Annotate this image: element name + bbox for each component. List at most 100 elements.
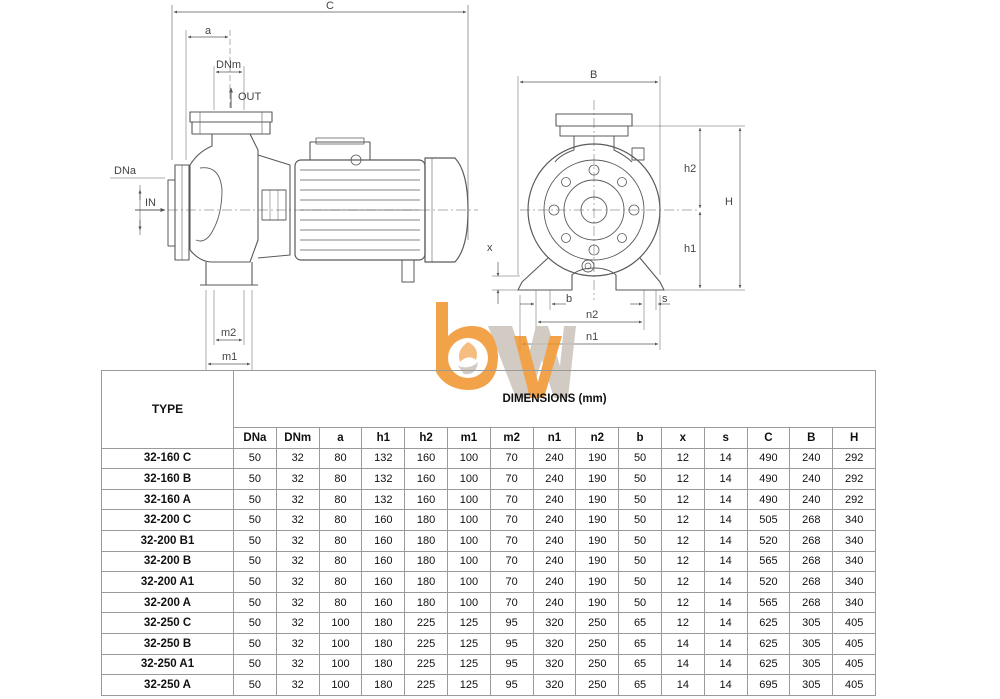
column-header: DNm xyxy=(275,427,320,449)
dimension-cell: 180 xyxy=(404,509,448,531)
label-IN: IN xyxy=(145,197,156,209)
dimension-cell: 50 xyxy=(618,468,662,490)
dimension-cell: 320 xyxy=(532,612,577,634)
dimension-cell: 70 xyxy=(489,488,534,511)
column-header: s xyxy=(703,427,748,449)
dimension-cell: 180 xyxy=(361,612,406,634)
dimension-cell: 70 xyxy=(489,468,534,490)
dimension-cell: 520 xyxy=(746,571,791,593)
dimension-cell: 305 xyxy=(789,632,834,655)
dimension-cell: 268 xyxy=(789,571,834,593)
dimension-cell: 125 xyxy=(446,653,491,676)
type-cell: 32-250 B xyxy=(101,632,234,655)
dimension-cell: 100 xyxy=(318,653,363,676)
dimension-cell: 12 xyxy=(660,488,705,511)
column-header: C xyxy=(746,427,791,449)
dimension-cell: 32 xyxy=(275,591,320,614)
dimension-cell: 240 xyxy=(532,509,577,531)
dimension-cell: 160 xyxy=(404,488,448,511)
label-DNm: DNm xyxy=(216,59,241,71)
dimension-cell: 132 xyxy=(361,468,406,490)
type-cell: 32-250 A1 xyxy=(101,653,234,676)
dimension-cell: 50 xyxy=(233,488,277,511)
dimension-cell: 70 xyxy=(489,591,534,614)
dimension-cell: 80 xyxy=(318,447,363,470)
dimension-cell: 32 xyxy=(275,488,320,511)
dimension-cell: 14 xyxy=(703,447,748,470)
column-header: h2 xyxy=(404,427,448,449)
dimension-cell: 190 xyxy=(575,509,620,531)
dimension-cell: 340 xyxy=(832,591,877,614)
type-header: TYPE xyxy=(101,370,234,449)
dimension-cell: 160 xyxy=(404,447,448,470)
dimension-cell: 12 xyxy=(660,550,705,573)
dimension-cell: 95 xyxy=(489,674,534,696)
dimension-cell: 12 xyxy=(660,591,705,614)
logo-text: bw xyxy=(418,296,420,297)
dimension-cell: 14 xyxy=(703,529,748,552)
dimension-cell: 240 xyxy=(532,468,577,490)
dimension-cell: 32 xyxy=(275,447,320,470)
dimension-cell: 14 xyxy=(703,632,748,655)
dimension-cell: 50 xyxy=(618,550,662,573)
dimension-cell: 305 xyxy=(789,674,834,696)
dimension-cell: 100 xyxy=(318,674,363,696)
type-cell: 32-200 A1 xyxy=(101,571,234,593)
dimension-cell: 32 xyxy=(275,632,320,655)
type-cell: 32-200 A xyxy=(101,591,234,614)
dimension-cell: 268 xyxy=(789,509,834,531)
dimension-cell: 32 xyxy=(275,509,320,531)
dimension-cell: 405 xyxy=(832,674,877,696)
dimension-cell: 100 xyxy=(318,612,363,634)
column-header: b xyxy=(618,427,662,449)
dimension-cell: 292 xyxy=(832,488,877,511)
dimension-cell: 320 xyxy=(532,632,577,655)
dimension-cell: 160 xyxy=(361,509,406,531)
dimension-cell: 50 xyxy=(233,509,277,531)
dimension-cell: 32 xyxy=(275,550,320,573)
label-OUT: OUT xyxy=(238,91,262,103)
column-header: a xyxy=(318,427,363,449)
label-C: C xyxy=(326,0,334,12)
dimension-cell: 125 xyxy=(446,612,491,634)
dimension-cell: 268 xyxy=(789,529,834,552)
dimension-cell: 100 xyxy=(446,529,491,552)
dimension-cell: 70 xyxy=(489,550,534,573)
dimension-cell: 14 xyxy=(660,674,705,696)
dimension-cell: 95 xyxy=(489,653,534,676)
dimension-cell: 625 xyxy=(746,653,791,676)
dimension-cell: 180 xyxy=(404,529,448,552)
dimension-cell: 695 xyxy=(746,674,791,696)
dimension-cell: 190 xyxy=(575,550,620,573)
dimension-cell: 160 xyxy=(404,468,448,490)
dimension-cell: 50 xyxy=(618,488,662,511)
dimension-cell: 14 xyxy=(703,550,748,573)
dimension-cell: 95 xyxy=(489,632,534,655)
dimension-cell: 14 xyxy=(703,468,748,490)
dimension-cell: 80 xyxy=(318,571,363,593)
dimension-cell: 50 xyxy=(233,468,277,490)
dimension-cell: 12 xyxy=(660,571,705,593)
dimension-cell: 14 xyxy=(703,612,748,634)
type-cell: 32-200 C xyxy=(101,509,234,531)
dimension-cell: 70 xyxy=(489,447,534,470)
column-header: m2 xyxy=(489,427,534,449)
type-cell: 32-160 B xyxy=(101,468,234,490)
dimension-cell: 80 xyxy=(318,529,363,552)
dimension-cell: 100 xyxy=(446,571,491,593)
dimension-cell: 180 xyxy=(404,591,448,614)
dimension-cell: 225 xyxy=(404,612,448,634)
dimension-cell: 14 xyxy=(703,509,748,531)
label-x: x xyxy=(487,242,493,254)
type-cell: 32-250 C xyxy=(101,612,234,634)
label-a: a xyxy=(205,25,212,37)
dimension-cell: 12 xyxy=(660,468,705,490)
dimension-cell: 305 xyxy=(789,653,834,676)
dimension-cell: 240 xyxy=(789,447,834,470)
